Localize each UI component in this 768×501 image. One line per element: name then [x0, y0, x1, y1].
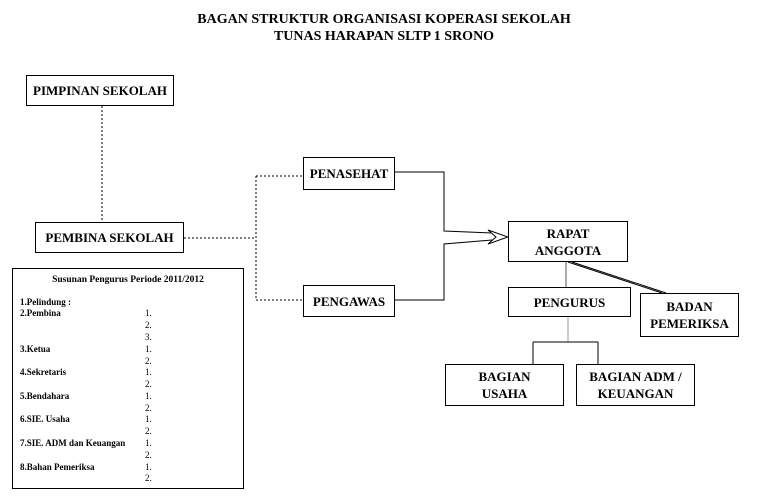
page-subtitle: TUNAS HARAPAN SLTP 1 SRONO [273, 29, 495, 44]
node-pengurus: PENGURUS [508, 287, 631, 317]
line-pengawas-rapat [395, 239, 493, 301]
node-bagian-adm-keuangan: BAGIAN ADM / KEUANGAN [576, 364, 695, 406]
list-item: 2. [145, 473, 152, 483]
line-rapat-badan-a [567, 261, 663, 294]
node-pimpinan-sekolah: PIMPINAN SEKOLAH [26, 75, 174, 106]
list-item: 2. [145, 356, 152, 366]
list-item: 2. [145, 320, 152, 330]
list-item: 1.Pelindung : [20, 297, 72, 307]
list-item: 2. [145, 379, 152, 389]
line-rapat-badan-b [571, 261, 667, 294]
list-item: 2. [145, 450, 152, 460]
node-rapat-anggota: RAPAT ANGGOTA [508, 221, 628, 262]
node-penasehat: PENASEHAT [303, 157, 395, 190]
list-item: 2. [145, 403, 152, 413]
line-penasehat-rapat [395, 171, 493, 234]
node-pembina-sekolah: PEMBINA SEKOLAH [35, 222, 184, 253]
panel-title: Susunan Pengurus Periode 2011/2012 [52, 275, 204, 285]
pengurus-list-panel: Susunan Pengurus Periode 2011/2012 1.Pel… [12, 268, 244, 489]
node-badan-pemeriksa: BADAN PEMERIKSA [640, 293, 739, 337]
node-bagian-usaha: BAGIAN USAHA [445, 364, 564, 406]
list-item: 3. [145, 332, 152, 342]
page-title: BAGAN STRUKTUR ORGANISASI KOPERASI SEKOL… [197, 12, 571, 27]
arrow-to-rapat [487, 229, 510, 245]
list-item: 2. [145, 426, 152, 436]
node-pengawas: PENGAWAS [303, 285, 395, 317]
